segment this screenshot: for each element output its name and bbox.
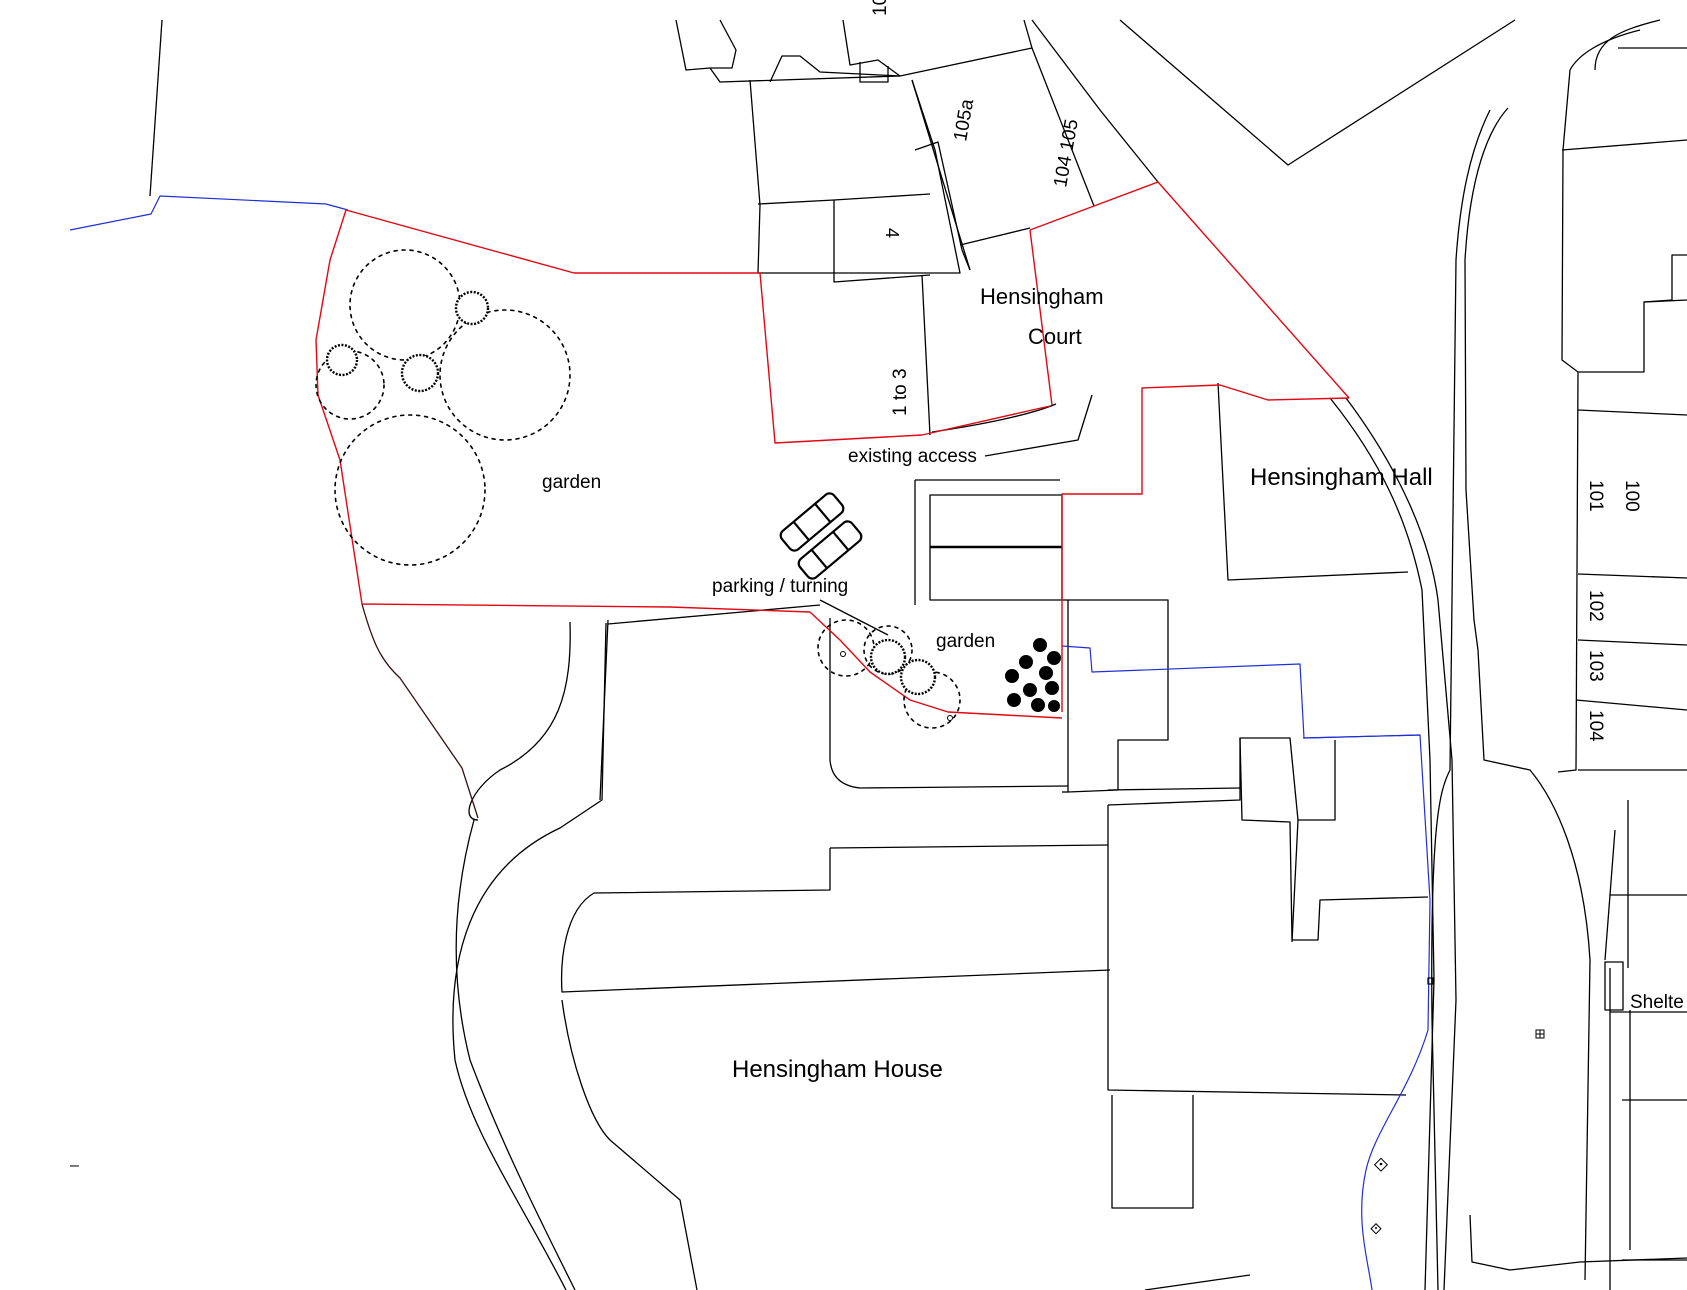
- car-icon: [779, 492, 845, 552]
- label-units-1-3: 1 to 3: [890, 368, 911, 416]
- deciduous-tree-icon: [315, 249, 571, 566]
- label-garden-south: garden: [936, 631, 995, 652]
- building-outlines: [149, 19, 1687, 1290]
- label-parking-turning: parking / turning: [712, 576, 848, 597]
- label-unit-104-105: 104 105: [1050, 118, 1083, 189]
- site-boundary: [315, 181, 1350, 719]
- label-court-line1: Hensingham: [980, 284, 1104, 309]
- label-unit-105a: 105a: [950, 97, 978, 143]
- utility-marker-icon: [1370, 977, 1545, 1235]
- car-icon: [797, 520, 863, 580]
- label-court-line2: Court: [1028, 324, 1082, 349]
- label-garden-west: garden: [542, 472, 601, 493]
- garden-wall-line: [361, 603, 479, 819]
- label-hensingham-house: Hensingham House: [732, 1056, 943, 1083]
- label-existing-access: existing access: [848, 446, 977, 467]
- label-unit-101: 101: [1585, 480, 1606, 512]
- shrub-cluster-icon: [1005, 638, 1061, 712]
- deciduous-tree-icon: [817, 619, 961, 729]
- label-unit-103: 103: [1585, 650, 1606, 682]
- label-hensingham-hall: Hensingham Hall: [1250, 464, 1433, 491]
- map-labels: garden garden parking / turning existing…: [70, 0, 1684, 1174]
- label-unit-4: 4: [882, 228, 902, 238]
- label-unit-10x: 10: [870, 0, 891, 16]
- label-unit-100: 100: [1621, 480, 1642, 512]
- label-shelter: Shelte: [1630, 992, 1684, 1013]
- label-dash: –: [70, 1157, 79, 1174]
- adjacent-boundary-lines: [69, 195, 1431, 1290]
- label-unit-104: 104: [1585, 710, 1606, 742]
- label-unit-102: 102: [1585, 590, 1606, 622]
